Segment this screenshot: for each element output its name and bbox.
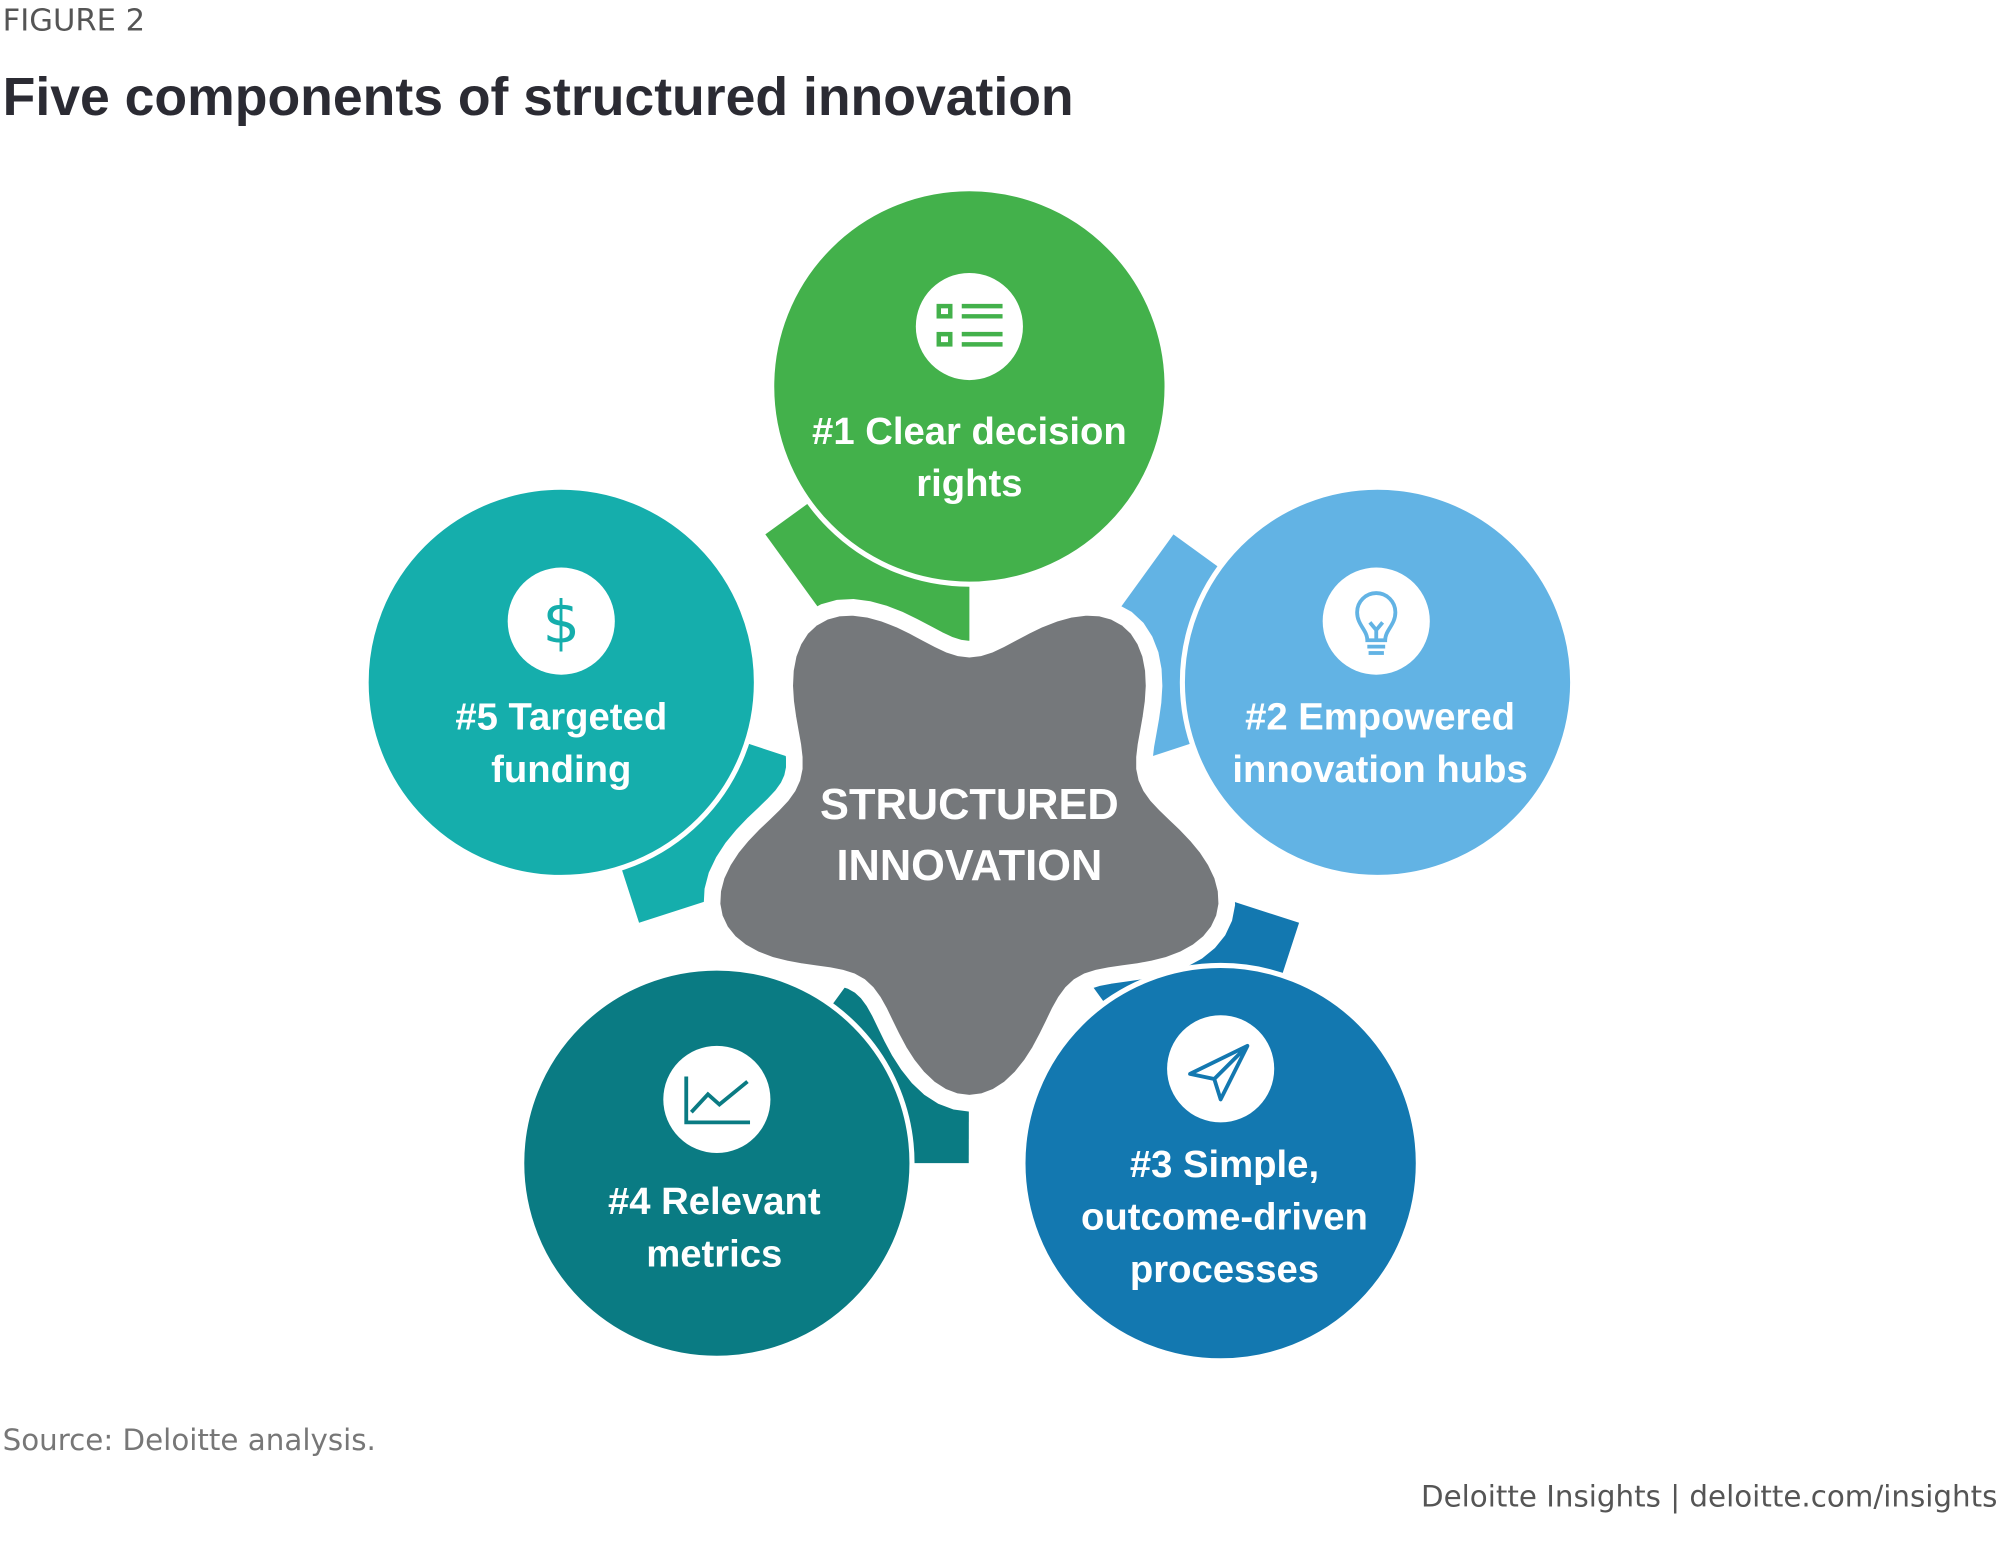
component-1-label-line2: rights [916,462,1022,505]
component-2-label-line1: #2 Empowered [1245,696,1515,739]
component-4-circle [519,965,915,1361]
component-2-circle [1179,484,1576,881]
line-chart-icon [663,1045,771,1153]
paper-plane-icon [1167,1015,1275,1123]
component-3-label-line3: processes [1130,1248,1319,1291]
source-note: Source: Deloitte analysis. [3,1423,376,1457]
component-1-label-line1: #1 Clear decision [812,410,1127,453]
checklist-icon [915,272,1023,381]
lightbulb-icon [1322,567,1430,675]
component-2-label-line2: innovation hubs [1232,748,1527,791]
component-5-circle [363,484,759,881]
component-1-circle [769,186,1170,587]
component-4-label-line1: #4 Relevant [608,1180,821,1223]
dollar-icon: $ [507,567,615,675]
component-4-label-line2: metrics [646,1232,782,1275]
component-5-label-line1: #5 Targeted [455,696,667,739]
component-3-label-line2: outcome-driven [1081,1195,1368,1238]
component-3-circle [1020,962,1421,1364]
footer-credit: Deloitte Insights | deloitte.com/insight… [1421,1479,1997,1514]
component-3-label-line1: #3 Simple, [1130,1143,1319,1186]
component-5-label-line2: funding [491,748,631,791]
figure-label: FIGURE 2 [3,4,146,39]
center-shape [703,599,1236,1112]
center-label-line2: INNOVATION [836,842,1102,890]
svg-text:$: $ [543,589,580,657]
page-title: Five components of structured innovation [3,68,1074,127]
center-label-line1: STRUCTURED [820,781,1119,829]
